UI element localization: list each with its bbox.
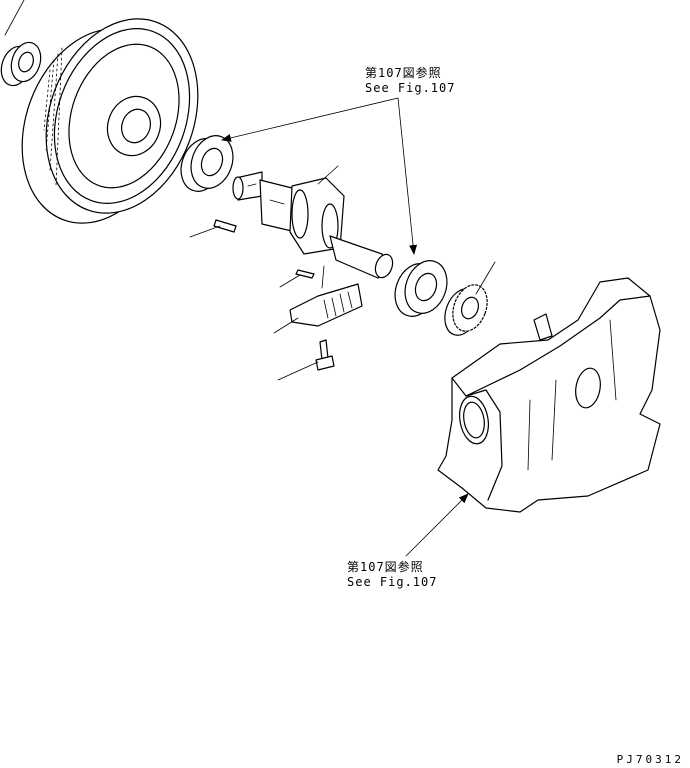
leader-line-crankshaft (317, 165, 339, 185)
leader-line-key-middle (279, 274, 301, 288)
bearing-left (180, 135, 234, 192)
flywheel (21, 18, 199, 224)
leader-line-gear (475, 261, 496, 295)
callout-bottom: 第107図参照 See Fig.107 (347, 560, 437, 590)
leader-line-key-left (189, 225, 221, 238)
callout-top: 第107図参照 See Fig.107 (365, 66, 455, 96)
crankshaft (232, 171, 394, 279)
crankcase-housing (437, 277, 661, 513)
drawing-number: PJ70312 (616, 753, 684, 766)
leader-line-weight-vertical (321, 265, 325, 289)
callout-top-en: See Fig.107 (365, 81, 456, 95)
key-pin-middle (295, 269, 315, 279)
callout-arrow-to-bearing-right (397, 97, 418, 255)
bearing-right (394, 260, 448, 317)
balance-weight (289, 283, 363, 327)
key-pin-left (213, 219, 237, 233)
callout-bottom-en: See Fig.107 (347, 575, 438, 589)
leader-line-weight (273, 317, 299, 334)
collar-part (0, 41, 42, 87)
bolt (315, 339, 335, 371)
callout-top-ja: 第107図参照 (365, 66, 442, 80)
gear (444, 284, 488, 336)
leader-line-bolt (277, 361, 319, 381)
callout-arrow-to-housing (405, 493, 469, 557)
callout-arrow-to-bearing-left (221, 97, 399, 142)
leader-line-top-left (4, 0, 25, 36)
callout-bottom-ja: 第107図参照 (347, 560, 424, 574)
